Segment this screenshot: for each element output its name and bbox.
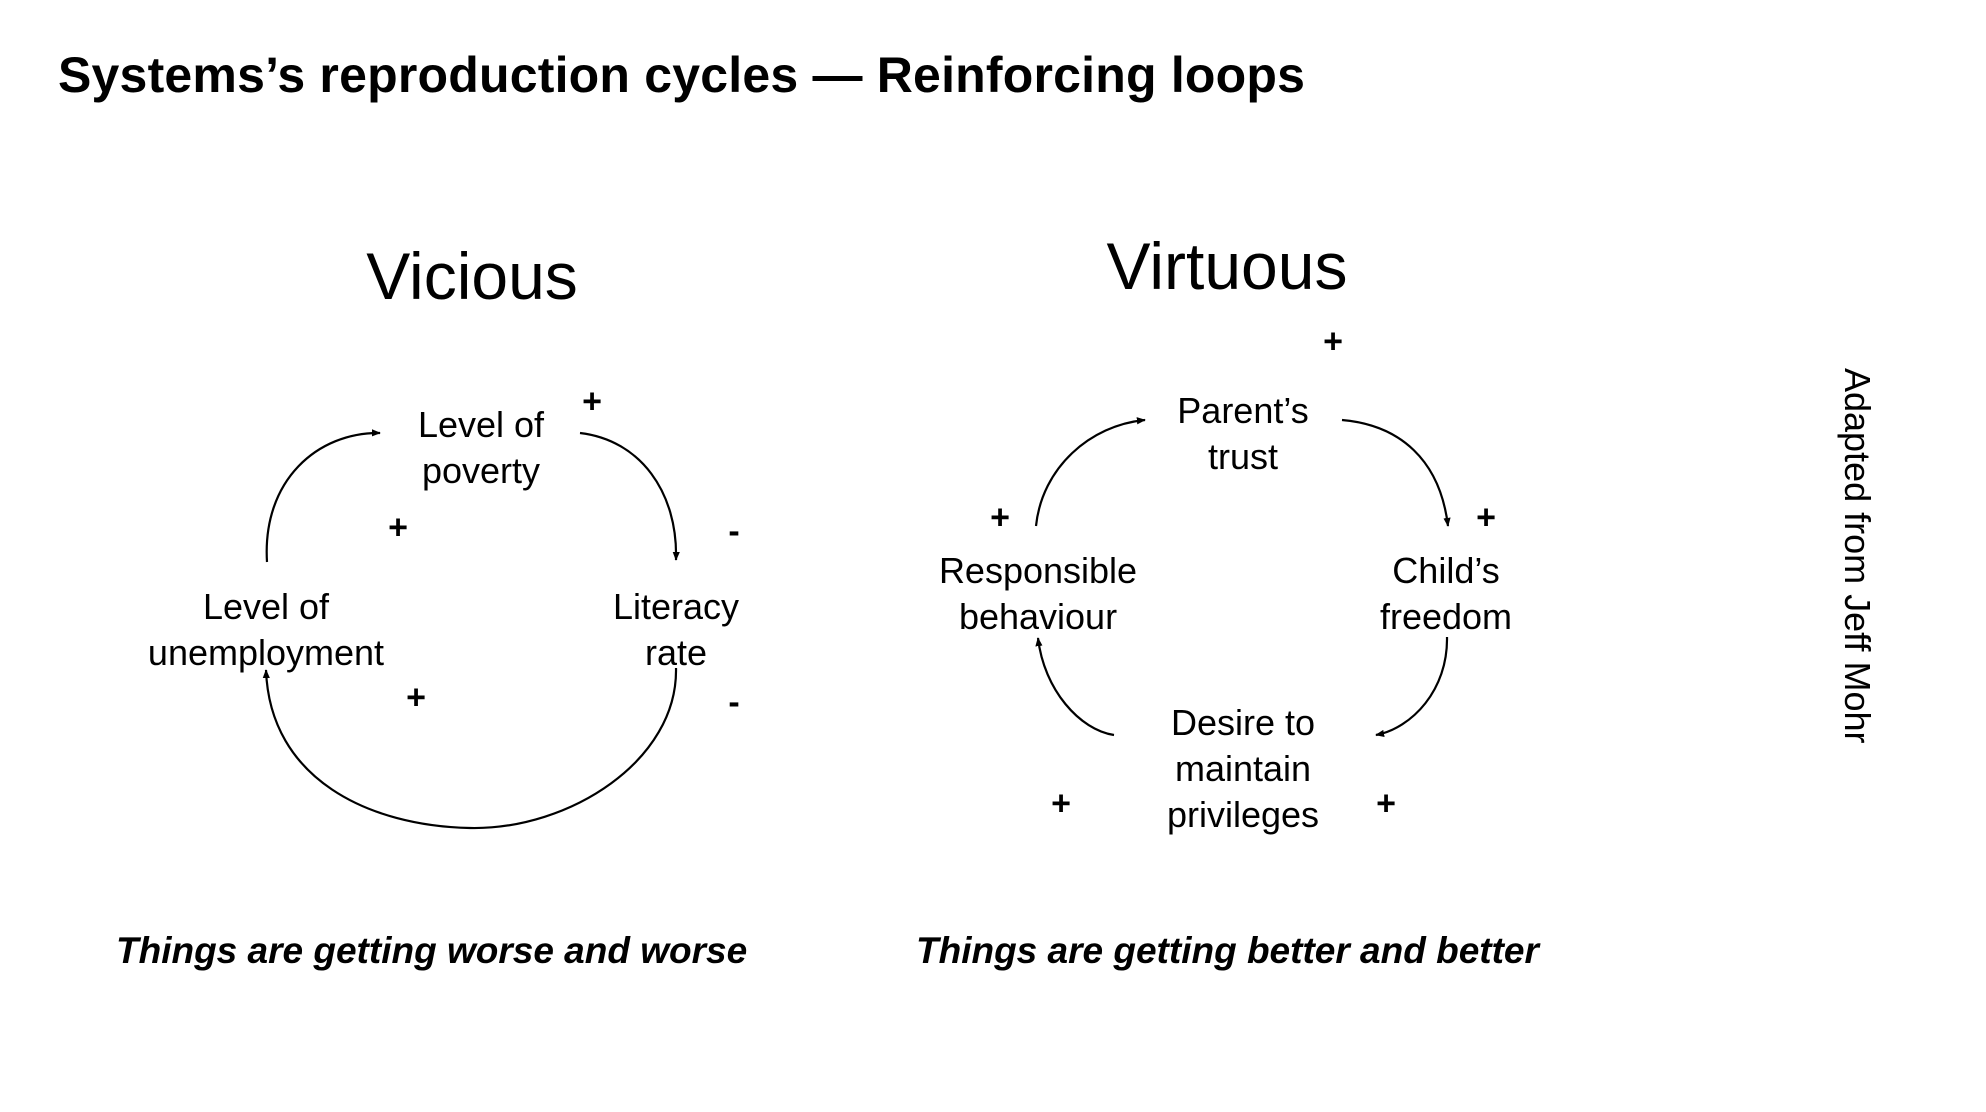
sign-plus: + <box>1323 322 1343 361</box>
arrow-poverty-to-literacy <box>579 431 680 561</box>
virtuous-caption: Things are getting better and better <box>916 930 1539 971</box>
sign-plus: + <box>1376 784 1396 823</box>
arrow-desire-to-responsible <box>1035 637 1115 737</box>
sign-plus: + <box>990 498 1010 537</box>
node-literacy-rate: Literacy rate <box>612 586 740 673</box>
page-title: Systems’s reproduction cycles — Reinforc… <box>58 47 1306 103</box>
arrow-unemployment-to-poverty <box>265 429 381 563</box>
arrow-freedom-to-desire <box>1375 636 1449 737</box>
node-level-of-poverty: Level of poverty <box>417 404 545 491</box>
sign-minus: - <box>728 683 740 722</box>
node-level-of-unemployment: Level of unemployment <box>147 586 385 673</box>
vicious-caption: Things are getting worse and worse <box>116 930 748 971</box>
sign-minus: - <box>728 512 740 551</box>
node-responsible-behaviour: Responsible behaviour <box>938 550 1138 637</box>
arrow-trust-to-freedom <box>1341 418 1451 527</box>
arrow-literacy-to-unemployment <box>262 667 678 830</box>
virtuous-heading: Virtuous <box>1106 229 1348 303</box>
node-desire-to-maintain-privileges: Desire to maintain privileges <box>1166 702 1320 835</box>
sign-plus: + <box>388 508 408 547</box>
arrow-responsible-to-trust <box>1034 417 1146 527</box>
sign-plus: + <box>406 678 426 717</box>
vicious-heading: Vicious <box>366 239 578 313</box>
node-parents-trust: Parent’s trust <box>1177 390 1309 477</box>
sign-plus: + <box>1051 784 1071 823</box>
credit-note: Adapted from Jeff Mohr <box>1837 368 1878 744</box>
sign-plus: + <box>582 382 602 421</box>
node-childs-freedom: Child’s freedom <box>1379 550 1513 637</box>
sign-plus: + <box>1476 498 1496 537</box>
